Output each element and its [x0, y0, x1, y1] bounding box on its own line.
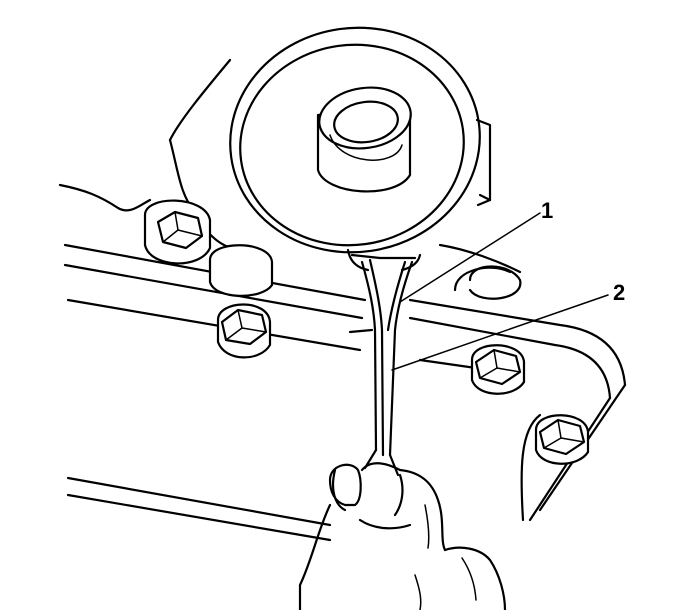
bolt-lower-right — [534, 414, 590, 465]
washer-upper — [208, 244, 274, 297]
bolt-middle-right — [470, 344, 526, 395]
hand — [298, 462, 507, 610]
leader-line-2 — [391, 294, 609, 371]
oil-seal — [346, 248, 422, 334]
crankshaft-pulley — [229, 26, 492, 254]
callout-label-2: 2 — [613, 280, 625, 305]
seal-pick-tool — [360, 258, 414, 477]
callout-label-1: 1 — [541, 198, 553, 223]
bolt-middle-left — [216, 303, 272, 359]
leader-lines — [391, 212, 609, 371]
leader-line-1 — [399, 212, 541, 303]
bolt-upper-left — [143, 199, 212, 265]
